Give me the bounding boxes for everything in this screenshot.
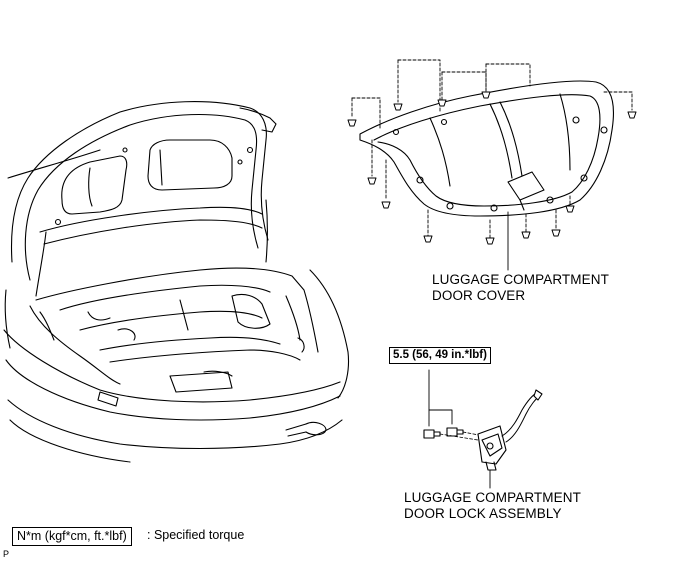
vehicle-rear-illustration <box>3 101 350 463</box>
lock-label-line2: DOOR LOCK ASSEMBLY <box>404 506 562 521</box>
door-cover-label-line2: DOOR COVER <box>432 288 526 303</box>
clip-lead-lines <box>351 59 633 239</box>
figure-code: P <box>3 549 10 559</box>
door-cover-part <box>359 80 614 217</box>
torque-spec-box: 5.5 (56, 49 in.*lbf) <box>389 347 491 364</box>
lock-label-line1: LUGGAGE COMPARTMENT <box>404 490 581 505</box>
door-cover-label-line1: LUGGAGE COMPARTMENT <box>432 272 609 287</box>
legend-unit-box: N*m (kgf*cm, ft.*lbf) <box>12 527 132 546</box>
clip-icons <box>347 91 637 245</box>
legend-description: : Specified torque <box>147 528 245 542</box>
lock-assembly-part <box>423 369 543 489</box>
